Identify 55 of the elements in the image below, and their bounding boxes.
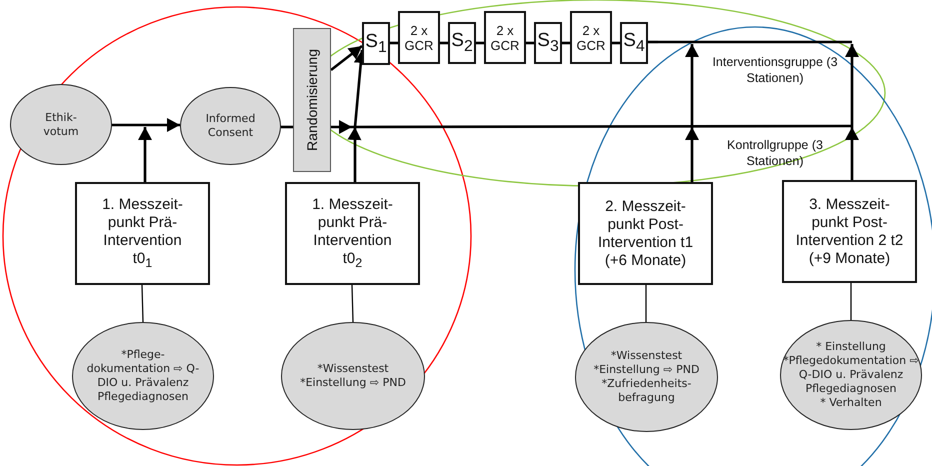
connector-line [390,42,398,44]
process-box [578,182,713,285]
node-text: * Verhalten [819,396,883,410]
station-box [362,22,390,65]
station-box [620,22,648,64]
arrow [112,118,180,132]
box-text: 2 x GCR [490,22,520,52]
process-box [570,11,612,64]
group-label: Interventionsgruppe (3 Stationen) [711,54,839,86]
node-text: *Einstellung ⇨ PND [592,363,700,377]
box-text: 2 x GCR [404,22,434,52]
process-box [782,180,917,283]
process-box [75,182,210,285]
arrow [845,44,859,180]
node-text: *Wissenstest [610,349,684,363]
arrow [685,44,699,182]
arrow [330,44,363,72]
box-text: 1. Messzeit- punkt Prä- Intervention t0$_{1}$ [101,196,184,272]
node-text: *Zufriedenheits- befragung [600,377,692,405]
node-text: Ethik- votum [42,110,80,138]
box-text: S$_{1}$ [365,30,387,56]
station-box [534,22,562,64]
box-text: S$_{3}$ [537,30,559,56]
connector-line [612,42,620,44]
station-box [448,22,476,64]
process-box [398,11,440,64]
arrow [331,120,352,134]
process-box [285,182,420,285]
randomization-bar [293,28,331,172]
box-text: S$_{2}$ [451,30,473,56]
box-text: 2 x GCR [576,22,606,52]
box-text: 1. Messzeit- punkt Prä- Intervention t0$_{2}$ [311,196,394,272]
connector-line [850,283,852,320]
node-text: *Einstellung ⇨ PND [299,376,407,390]
box-text: S$_{4}$ [623,30,645,56]
connector-line [645,285,647,322]
process-box [484,11,526,64]
connector-line [141,284,144,322]
box-text: 3. Messzeit- punkt Post- Intervention 2 t2 (+9 Monate) [794,196,904,268]
node-text: *Pflege- dokumentation ⇨ Q-DIO u. Prävalenz Pflegediagnosen [86,348,200,404]
connector-line [281,126,293,128]
node-text: * Einstellung [815,340,887,354]
box-text: 2. Messzeit- punkt Post- Intervention t1 (+6 Monate) [596,198,694,270]
node-text: *Wissenstest [316,362,390,376]
connector-line [440,42,448,44]
arrow [138,127,152,182]
bar-text: Randomisierung [304,49,320,151]
connector-line [476,42,484,44]
connector-line [562,42,570,44]
connector-line [526,42,534,44]
connector-line [648,40,658,44]
node-text: Informed Consent [204,112,256,140]
connector-line [351,284,354,322]
arrow [348,50,364,182]
node-text: *Pflegedokumentation ⇨ Q-DIO u. Prävalenz Pflegediagnosen [782,354,920,396]
